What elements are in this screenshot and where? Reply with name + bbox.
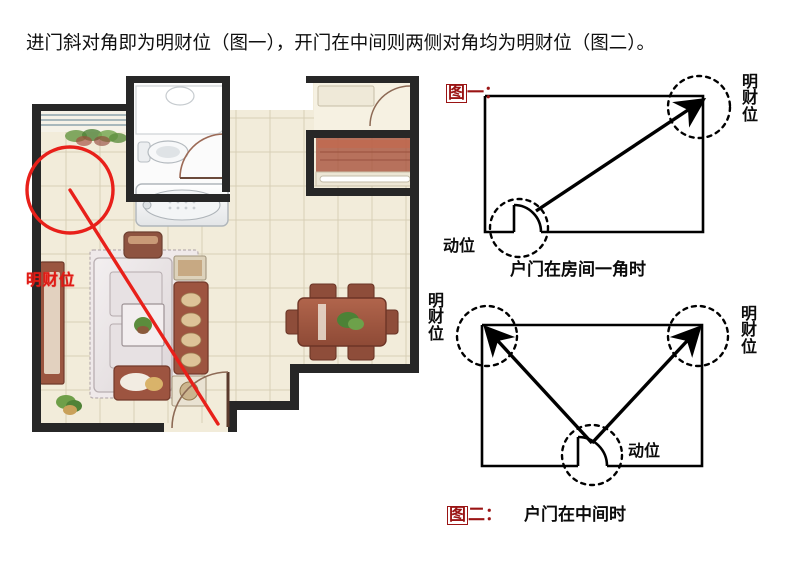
- entry-door: [164, 371, 230, 432]
- page-title: 进门斜对角即为明财位（图一），开门在中间则两侧对角均为明财位（图二）。: [26, 33, 656, 54]
- fig2-room-outline: [480, 323, 704, 468]
- balcony: [32, 110, 128, 146]
- coffee-table: [121, 303, 165, 347]
- dining-area: [285, 283, 399, 361]
- door-swing-arc: [171, 371, 229, 429]
- kitchen-door-arc: [369, 85, 411, 127]
- toilet-icon: [137, 140, 189, 164]
- wealth-diagonal-line: [68, 188, 220, 426]
- floorplan-svg: [25, 76, 419, 432]
- fig1-wealth-circle: [666, 74, 732, 140]
- fig1-door-circle: [488, 197, 550, 259]
- floorplan: 明财位: [18, 72, 438, 464]
- figure-two-graphic: [455, 304, 730, 487]
- kitchen-counter: [316, 138, 416, 172]
- bathroom: [126, 80, 230, 227]
- fig2-door-arc: [577, 435, 609, 467]
- lounge-chair: [113, 365, 171, 401]
- fig2-right-wealth-circle: [666, 304, 730, 368]
- living-room: [39, 231, 209, 415]
- fig2-right-arrow: [590, 325, 702, 445]
- side-cabinet: [173, 255, 207, 281]
- fig1-room-outline: [483, 94, 705, 234]
- ottoman: [123, 231, 163, 259]
- wealth-highlight-circle: [25, 145, 115, 235]
- fig2-door-circle: [560, 423, 624, 487]
- kitchen: [306, 82, 418, 196]
- fig2-left-arrow: [483, 324, 594, 445]
- figure-one-graphic: [483, 74, 732, 259]
- dining-chairs: [285, 283, 399, 361]
- floor-plant: [56, 395, 82, 415]
- fig1-wealth-arrow: [535, 97, 707, 213]
- centerpiece-plant: [337, 312, 364, 330]
- fig2-left-wealth-circle: [455, 304, 519, 368]
- sink-icon: [165, 86, 195, 106]
- floorplan-wealth-label: 明财位: [26, 271, 76, 289]
- fig1-door-arc: [513, 203, 543, 233]
- planter-greenery: [65, 129, 127, 146]
- side-sofa: [173, 281, 209, 375]
- walls: [32, 76, 419, 432]
- bathroom-door-arc: [179, 133, 225, 179]
- left-cabinet: [39, 261, 65, 385]
